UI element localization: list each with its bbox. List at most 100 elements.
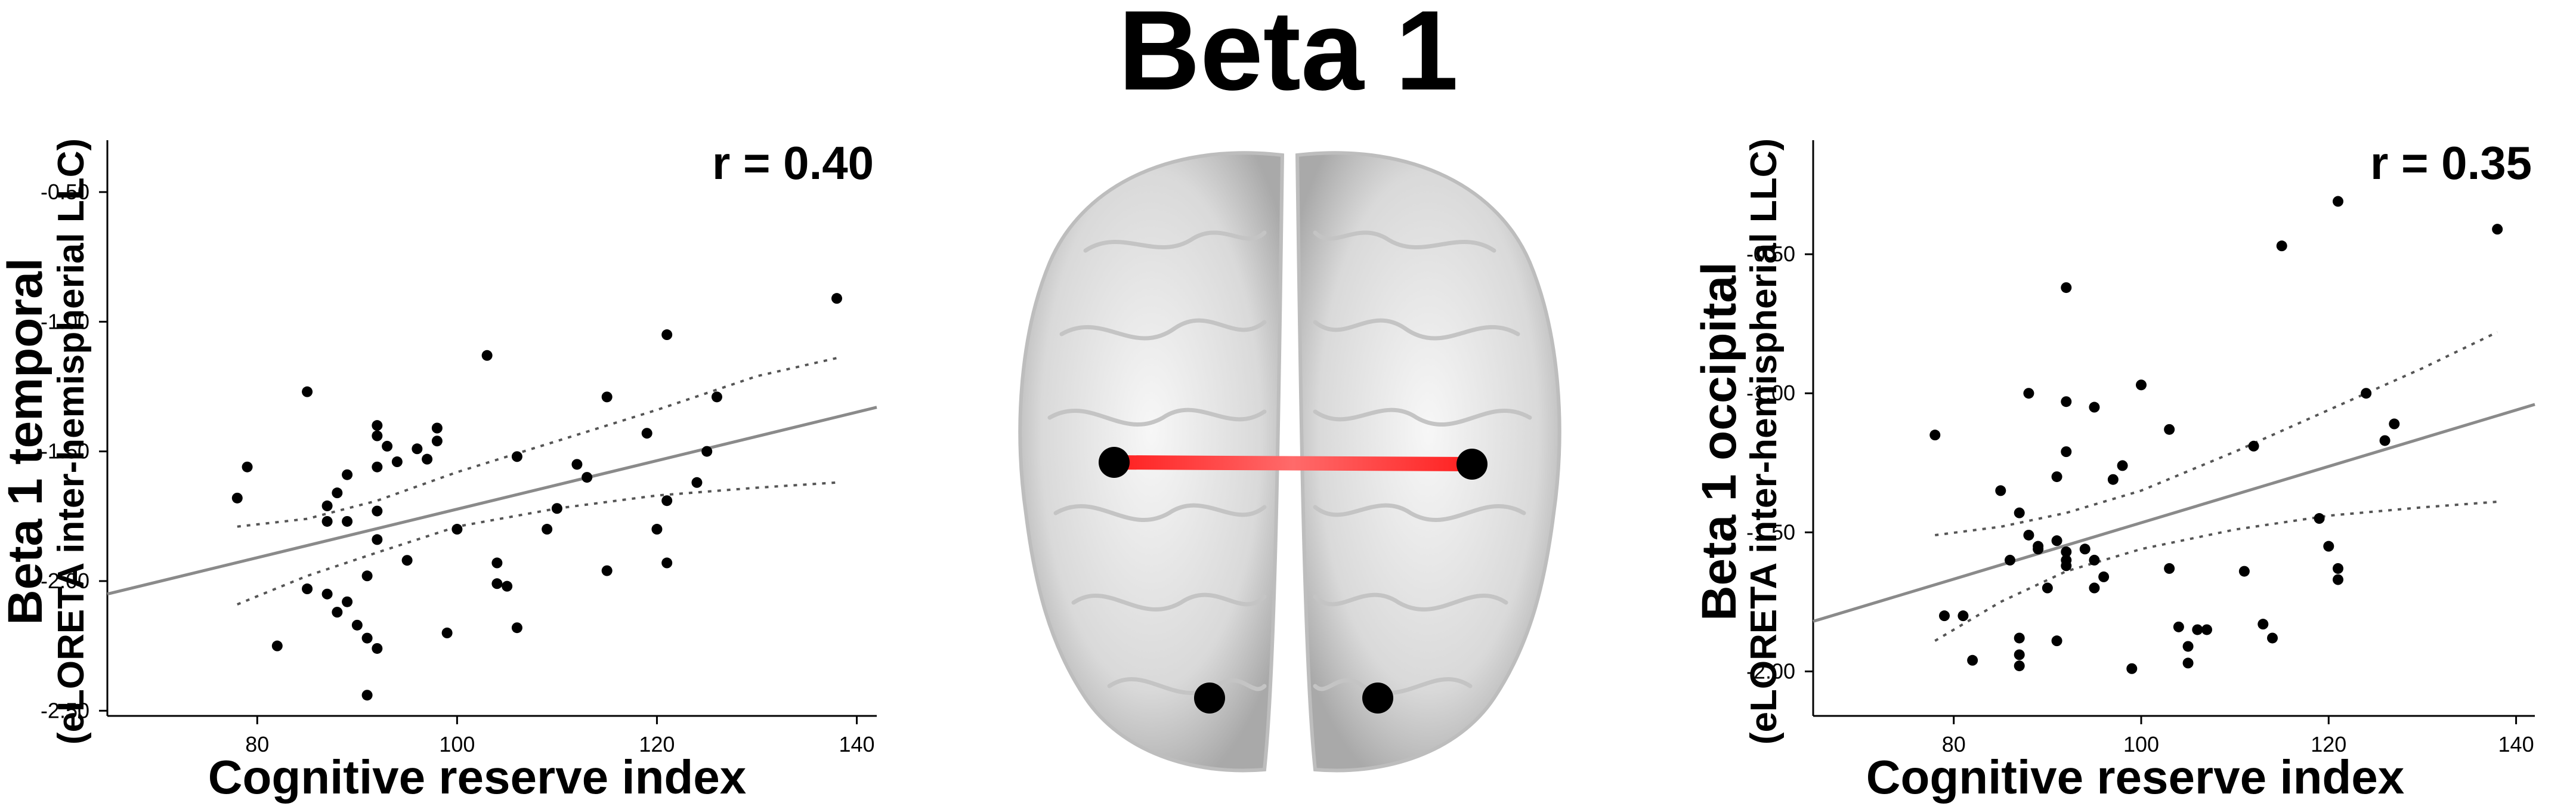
brain-gyri <box>1047 230 1532 695</box>
data-point-left <box>542 524 553 535</box>
data-point-right <box>2276 240 2287 252</box>
data-point-left <box>332 607 343 618</box>
node-occipital-right <box>1362 683 1393 714</box>
data-point-left <box>302 386 313 397</box>
data-point-left <box>511 622 522 634</box>
data-point-left <box>342 515 353 527</box>
data-point-right <box>2361 388 2372 399</box>
data-point-right <box>2014 507 2025 518</box>
y-axis-sublabel-right: (eLORETA inter-hemispherial LLC) <box>1743 138 1785 745</box>
data-point-right <box>2061 282 2072 294</box>
data-point-right <box>2173 621 2184 632</box>
data-point-right <box>1967 654 1978 666</box>
data-point-right <box>2201 624 2212 635</box>
x-tick-label-right: 80 <box>1942 732 1966 756</box>
data-point-right <box>2014 660 2025 672</box>
data-point-left <box>372 505 383 517</box>
data-point-left <box>582 472 593 483</box>
y-axis-label-right: Beta 1 occipital <box>1692 262 1746 621</box>
data-point-left <box>412 443 423 455</box>
brain-illustration <box>1018 151 1561 773</box>
data-point-left <box>511 451 522 462</box>
node-temporal-left <box>1099 447 1130 478</box>
data-point-left <box>491 578 503 589</box>
data-point-left <box>242 461 253 473</box>
data-point-left <box>711 391 722 403</box>
data-point-left <box>661 557 673 569</box>
data-point-right <box>2333 563 2343 574</box>
x-tick-label-right: 140 <box>2498 732 2534 756</box>
y-tick-label-right: -0.50 <box>1746 242 1795 266</box>
data-point-right <box>2248 440 2259 452</box>
data-point-left <box>422 453 433 465</box>
x-tick-label-right: 100 <box>2123 732 2159 756</box>
data-point-right <box>2089 582 2100 594</box>
data-point-left <box>382 440 393 452</box>
y-tick-label-left: -1.00 <box>41 309 89 333</box>
node-occipital-left <box>1194 683 1225 714</box>
data-point-right <box>2192 624 2203 635</box>
data-point-left <box>351 619 363 631</box>
data-point-right <box>2333 196 2343 207</box>
data-point-left <box>691 477 703 488</box>
data-point-left <box>431 422 443 434</box>
data-point-right <box>2042 582 2053 594</box>
data-point-left <box>502 580 513 592</box>
data-point-left <box>231 492 243 504</box>
data-point-right <box>2182 657 2194 669</box>
fit-line-right <box>1813 403 2535 623</box>
data-point-right <box>2136 379 2147 391</box>
data-point-left <box>361 570 373 582</box>
data-point-left <box>372 420 383 431</box>
data-point-right <box>2061 446 2072 458</box>
y-tick-label-right: -2.00 <box>1746 659 1795 683</box>
data-point-left <box>342 469 353 480</box>
node-temporal-right <box>1456 449 1488 480</box>
data-point-right <box>2238 566 2250 577</box>
data-point-left <box>651 524 663 535</box>
ci-upper-left <box>237 357 837 528</box>
data-point-left <box>551 503 562 514</box>
data-point-right <box>2061 546 2072 557</box>
data-point-left <box>361 632 373 644</box>
data-point-left <box>452 524 463 535</box>
data-point-right <box>2126 663 2138 674</box>
data-point-right <box>2389 418 2400 430</box>
fit-line-left <box>107 406 877 596</box>
data-point-left <box>321 588 333 600</box>
data-point-right <box>2033 541 2044 552</box>
data-point-left <box>321 500 333 511</box>
data-point-right <box>2164 563 2175 574</box>
data-point-right <box>2107 474 2119 485</box>
data-point-right <box>2061 560 2072 572</box>
data-point-right <box>2258 619 2269 630</box>
data-point-left <box>332 487 343 499</box>
data-point-right <box>1939 610 1950 622</box>
data-point-left <box>601 391 613 403</box>
correlation-annotation-right: r = 0.35 <box>2370 137 2532 189</box>
data-point-right <box>2079 543 2091 555</box>
data-point-right <box>2323 541 2334 552</box>
data-point-left <box>641 428 652 439</box>
data-point-left <box>601 565 613 576</box>
y-axis-label-left: Beta 1 temporal <box>0 258 52 625</box>
y-tick-label-left: -2.50 <box>41 698 89 722</box>
y-tick-label-right: -1.50 <box>1746 520 1795 544</box>
x-tick-label-right: 120 <box>2311 732 2346 756</box>
data-point-right <box>2061 396 2072 407</box>
data-point-right <box>2267 632 2278 644</box>
x-tick-label-left: 120 <box>639 732 675 756</box>
data-point-right <box>2117 460 2128 471</box>
data-point-right <box>2051 635 2062 647</box>
data-point-left <box>831 293 842 304</box>
data-point-right <box>2098 571 2110 582</box>
data-point-left <box>372 430 383 441</box>
data-point-left <box>661 329 673 341</box>
data-point-right <box>2089 402 2100 413</box>
data-point-right <box>2051 535 2062 546</box>
ci-upper-right <box>1935 331 2498 536</box>
connection-temporal <box>1114 455 1473 471</box>
